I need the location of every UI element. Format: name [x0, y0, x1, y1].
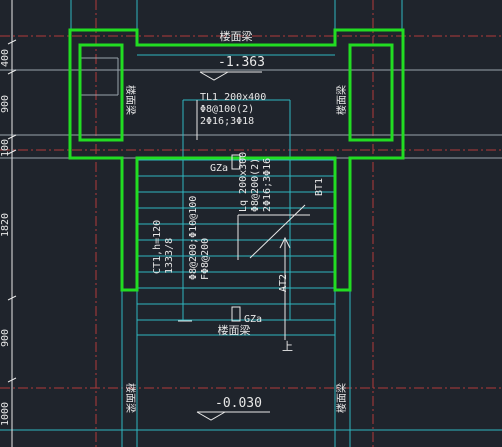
gz-column-mark: [231, 154, 241, 170]
dimension-label: 100: [0, 139, 11, 157]
dimension-tick: [7, 134, 17, 140]
elevation-marker: [196, 411, 226, 421]
elevation-upper: -1.363: [218, 55, 265, 70]
left-column-inner: [78, 43, 124, 142]
stair-at-label: AT2: [278, 274, 289, 292]
lq-beam-line1: Lq 200x300: [238, 152, 249, 212]
dimension-tick: [7, 149, 17, 155]
break-line: [249, 204, 306, 259]
ct-rebar-line2: FΦ8@200: [200, 238, 211, 280]
dimension-tick: [7, 377, 17, 383]
beam-label-lower-left: 楼面梁: [124, 383, 137, 413]
dimension-labels: 400 900 100 1820 900 1000: [0, 49, 11, 426]
ct-rebar-line1: Φ8@200;Φ10@100: [188, 196, 199, 280]
annotation-lines: [178, 71, 310, 421]
beam-label-right: 楼面梁: [335, 85, 348, 115]
up-mark: 上: [282, 340, 293, 353]
walls: [68, 28, 405, 292]
tl-beam-line2: Φ8@100(2): [200, 104, 254, 115]
lq-beam-line2: Φ8@200(2): [250, 158, 261, 212]
dimension-tick: [7, 69, 17, 75]
elevation-marker: [199, 71, 229, 81]
lq-beam-line3: 2Φ16;3Φ16: [262, 158, 273, 212]
ct-note-line2: 1333/8: [164, 238, 175, 274]
dimension-label: 400: [0, 49, 11, 67]
dimension-tick: [7, 295, 17, 301]
tl-beam-line1: TL1 200x400: [200, 92, 266, 103]
dimension-line: [7, 0, 17, 447]
dimension-label: 900: [0, 95, 11, 113]
up-arrow-head: [279, 236, 291, 249]
ct-note-line1: CT1,h=120: [152, 220, 163, 274]
tl-beam-line3: 2Φ16;3Φ18: [200, 116, 254, 127]
dimension-tick: [7, 39, 17, 45]
beam-label-top: 楼面梁: [220, 29, 253, 43]
stair-bt-label: BT1: [314, 178, 325, 196]
dimension-label: 1000: [0, 402, 11, 426]
elevation-lower: -0.030: [215, 396, 262, 411]
dimension-label: 1820: [0, 213, 11, 237]
beam-label-lower-right: 楼面梁: [335, 383, 348, 413]
beam-label-left: 楼面梁: [124, 85, 137, 115]
wall-outline: [68, 28, 405, 292]
right-column-inner: [348, 43, 394, 142]
dimension-label: 900: [0, 329, 11, 347]
gz-column-label: GZa: [210, 163, 228, 174]
gz-column-label: GZa: [244, 314, 262, 325]
gz-column-mark: [231, 306, 241, 322]
beam-label-bottom: 楼面梁: [218, 323, 251, 337]
